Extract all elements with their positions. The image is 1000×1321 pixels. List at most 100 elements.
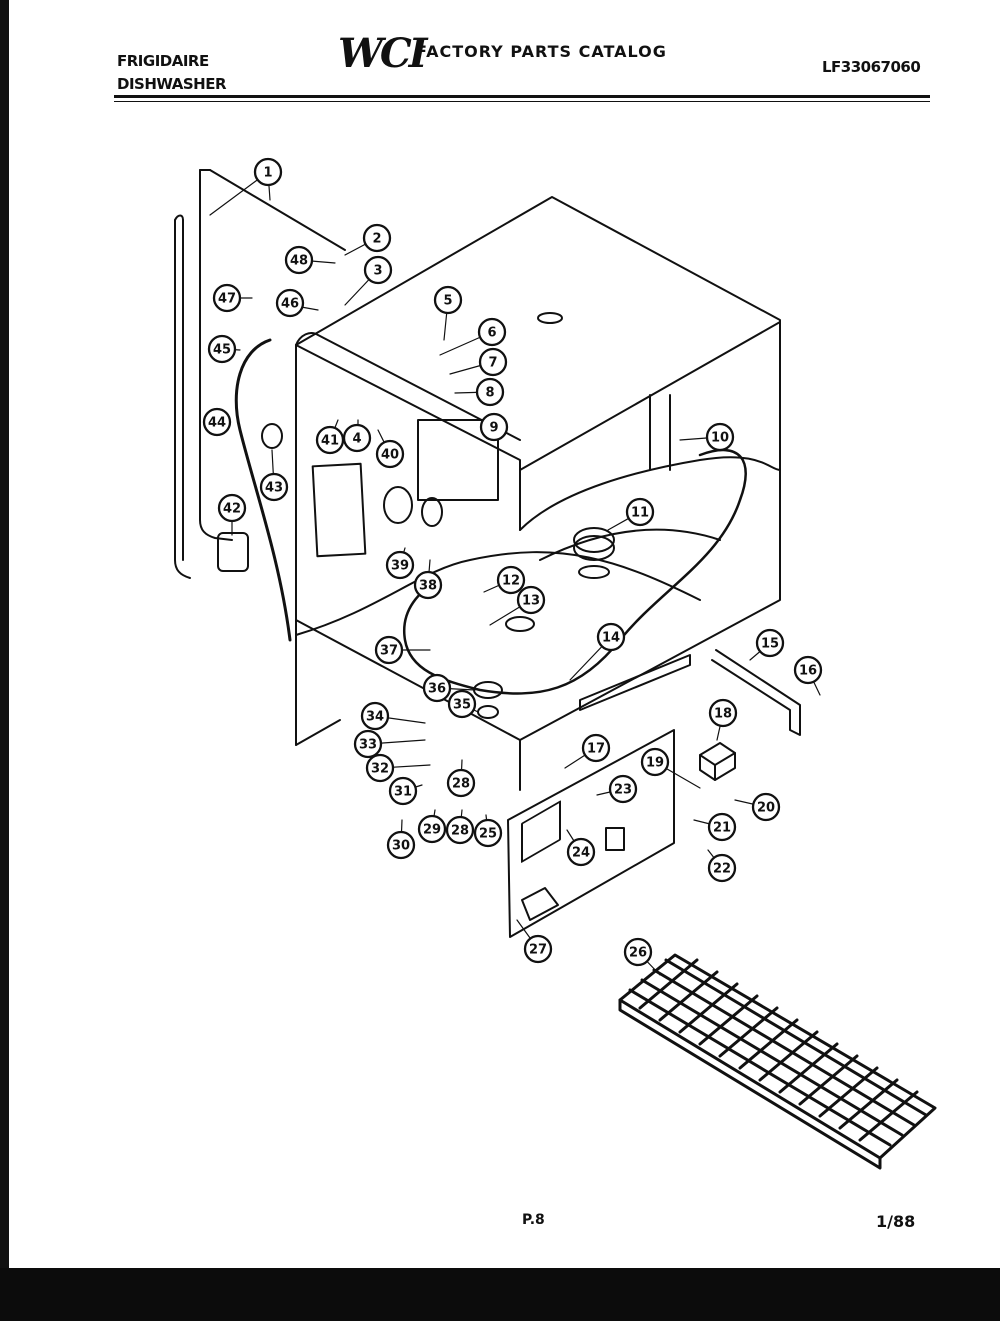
callout-circle — [422, 673, 452, 703]
callout-number: 15 — [761, 637, 779, 652]
callout-number: 22 — [713, 862, 731, 877]
callout-29: 29 — [417, 814, 447, 844]
callout-number: 7 — [488, 356, 497, 371]
model-number: LF33067060 — [822, 58, 921, 76]
callout-13: 13 — [516, 585, 546, 615]
revision-date: 1/88 — [876, 1212, 916, 1231]
callout-circle — [793, 655, 823, 685]
callout-47: 47 — [212, 283, 242, 313]
callout-number: 30 — [392, 839, 410, 854]
callout-23: 23 — [608, 774, 638, 804]
dishwasher-tub — [295, 196, 781, 791]
callout-number: 25 — [479, 827, 497, 842]
callout-number: 34 — [366, 710, 384, 725]
callout-14: 14 — [596, 622, 626, 652]
callout-number: 20 — [757, 801, 775, 816]
callout-circle — [479, 412, 509, 442]
callout-circle — [433, 285, 463, 315]
callout-number: 5 — [443, 294, 452, 309]
callout-number: 11 — [631, 506, 649, 521]
callout-6: 6 — [477, 317, 507, 347]
callout-39: 39 — [385, 550, 415, 580]
callout-circle — [275, 288, 305, 318]
callout-circle — [523, 934, 553, 964]
callout-circle — [596, 622, 626, 652]
callout-circle — [284, 245, 314, 275]
scan-edge-left — [0, 0, 9, 1268]
callout-45: 45 — [207, 334, 237, 364]
callout-number: 46 — [281, 297, 299, 312]
header-rule-thin — [114, 101, 930, 102]
callout-number: 1 — [263, 166, 272, 181]
callout-26: 26 — [623, 937, 653, 967]
dish-rack — [618, 953, 937, 1170]
callout-15: 15 — [755, 628, 785, 658]
callout-28: 28 — [445, 815, 475, 845]
callout-circle — [516, 585, 546, 615]
callout-4: 4 — [342, 423, 372, 453]
callout-number: 43 — [265, 481, 283, 496]
callout-7: 7 — [478, 347, 508, 377]
callout-30: 30 — [386, 830, 416, 860]
callout-circle — [417, 814, 447, 844]
callout-41: 41 — [315, 425, 345, 455]
catalog-title: FACTORY PARTS CATALOG — [416, 42, 667, 61]
callout-35: 35 — [447, 689, 477, 719]
callout-circle — [755, 628, 785, 658]
callout-46: 46 — [275, 288, 305, 318]
callout-number: 8 — [485, 386, 494, 401]
callout-32: 32 — [365, 753, 395, 783]
callout-18: 18 — [708, 698, 738, 728]
callout-number: 2 — [372, 232, 381, 247]
callout-number: 48 — [290, 254, 308, 269]
callout-number: 24 — [572, 846, 590, 861]
callout-circle — [446, 768, 476, 798]
pump-assembly — [217, 312, 615, 719]
callout-number: 33 — [359, 738, 377, 753]
callout-number: 17 — [587, 742, 605, 757]
callout-circle — [386, 830, 416, 860]
callout-number: 21 — [713, 821, 731, 836]
callout-number: 3 — [373, 264, 382, 279]
callout-circle — [217, 493, 247, 523]
callout-circle — [751, 792, 781, 822]
callout-number: 26 — [629, 946, 647, 961]
callout-37: 37 — [374, 635, 404, 665]
callout-number: 10 — [711, 431, 729, 446]
callout-circle — [707, 812, 737, 842]
callout-number: 14 — [602, 631, 620, 646]
callout-number: 23 — [614, 783, 632, 798]
callout-11: 11 — [625, 497, 655, 527]
wci-logo: WCI — [338, 30, 427, 77]
callout-48: 48 — [284, 245, 314, 275]
callout-circle — [566, 837, 596, 867]
page-code: P.8 — [522, 1212, 545, 1228]
callout-circle — [640, 747, 670, 777]
product-type: DISHWASHER — [117, 75, 227, 93]
callout-circle — [363, 255, 393, 285]
callout-circle — [259, 472, 289, 502]
callout-42: 42 — [217, 493, 247, 523]
access-panel — [507, 729, 675, 938]
callout-circle — [212, 283, 242, 313]
callout-12: 12 — [496, 565, 526, 595]
callout-number: 29 — [423, 823, 441, 838]
callout-number: 42 — [223, 502, 241, 517]
callout-24: 24 — [566, 837, 596, 867]
callout-circle — [362, 223, 392, 253]
callout-circle — [388, 776, 418, 806]
callout-circle — [447, 689, 477, 719]
callout-number: 13 — [522, 594, 540, 609]
callout-number: 45 — [213, 343, 231, 358]
callout-circle — [477, 317, 507, 347]
callout-27: 27 — [523, 934, 553, 964]
callout-1: 1 — [253, 157, 283, 187]
callout-2: 2 — [362, 223, 392, 253]
callout-5: 5 — [433, 285, 463, 315]
callout-number: 18 — [714, 707, 732, 722]
callout-circle — [708, 698, 738, 728]
callout-number: 12 — [502, 574, 520, 589]
callout-44: 44 — [202, 407, 232, 437]
callout-circle — [315, 425, 345, 455]
callout-circle — [478, 347, 508, 377]
